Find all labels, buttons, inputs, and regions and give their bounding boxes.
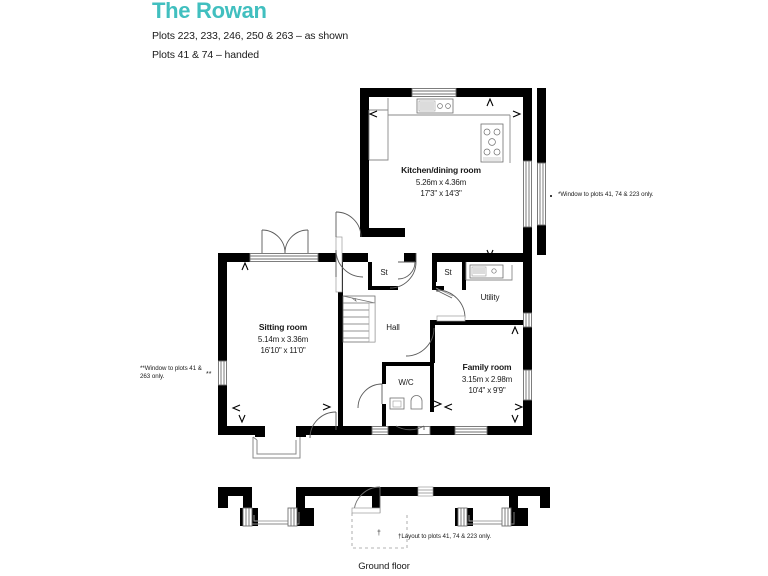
room-dimension-imperial: 17'3" x 14'3" [420,189,462,198]
room-label-hall: Hall [386,323,400,332]
room-label-family-room: Family room 3.15m x 2.98m 10'4" x 9'9" [440,362,534,397]
page-title: The Rowan [152,0,267,23]
room-name: Family room [462,362,512,372]
note-window-left-text: **Window to plots 41 & 263 only. [140,365,202,380]
alternative-layout-windows [242,507,512,527]
room-label-wc: W/C [398,378,414,387]
room-label-storage-left: St [380,268,388,277]
utility-units [465,262,513,281]
note-layout-bottom: †Layout to plots 41, 74 & 223 only. [398,533,528,541]
room-dimension-imperial: 16'10" x 11'0" [260,346,306,355]
room-label-utility: Utility [480,293,500,302]
room-name: Sitting room [258,322,308,332]
room-dimension-imperial: 10'4" x 9'9" [468,386,506,395]
stairs-icon [342,295,376,343]
room-dimension-metric: 3.15m x 2.98m [461,374,513,384]
plan-header: The Rowan Plots 223, 233, 246, 250 & 263… [152,0,572,68]
note-window-left: **Window to plots 41 & 263 only. [140,365,212,381]
floor-caption: Ground floor [358,561,410,572]
room-dimension-metric: 5.14m x 3.36m [257,334,309,344]
room-label-sitting-room: Sitting room 5.14m x 3.36m 16'10" x 11'0… [231,322,335,357]
marker-layout-dagger: † [377,530,381,537]
note-window-right: *Window to plots 41, 74 & 223 only. [558,191,658,199]
marker-window-left: ** [206,371,212,378]
note-markers [550,195,552,197]
room-name: Kitchen/dining room [401,165,481,175]
kitchen-units [368,98,511,163]
doors [261,211,466,439]
windows [218,88,546,435]
room-label-kitchen-dining-room: Kitchen/dining room 5.26m x 4.36m 17'3" … [385,165,497,200]
note-window-right-text: *Window to plots 41, 74 & 223 only. [558,191,654,198]
room-label-storage-right: St [444,268,452,277]
wc-toilet-icon [410,395,423,410]
note-layout-bottom-text: †Layout to plots 41, 74 & 223 only. [398,533,492,540]
plots-as-shown-line: Plots 223, 233, 246, 250 & 263 – as show… [152,30,349,42]
view-direction-markers [231,97,524,424]
wc-basin-icon [389,397,405,410]
exterior-walls [218,88,550,526]
hob-icon [480,123,504,163]
bay-window [252,436,301,459]
utility-sink-icon [469,264,504,279]
room-dimension-metric: 5.26m x 4.36m [415,177,467,187]
plots-handed-line: Plots 41 & 74 – handed [152,49,259,61]
sink-icon [416,98,454,114]
